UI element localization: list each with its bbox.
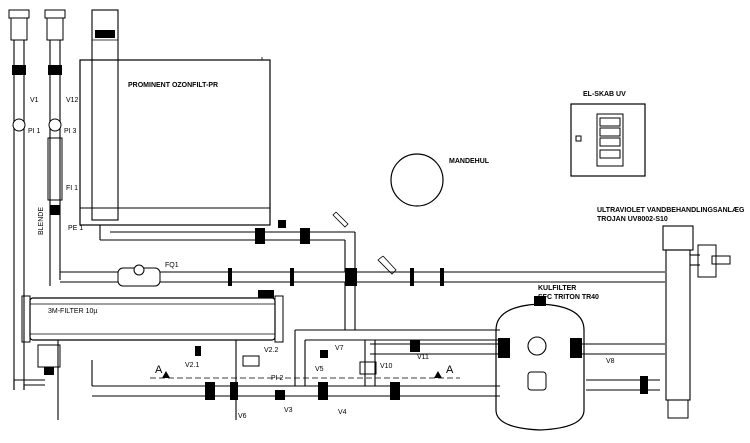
prominent-ozonfilt-box: PROMINENT OZONFILT-PR <box>79 57 271 226</box>
section-a-left: A <box>155 364 163 376</box>
instrument-labels: V1 V12 PI 1 PI 3 FI 1 PE 1 BLENDE FQ1 V2… <box>28 97 615 420</box>
el-skab-uv-cabinet: EL-SKAB UV <box>570 91 646 177</box>
left-vertical-pipes <box>8 9 66 390</box>
kulfilter: KULFILTER SFC TRITON TR40 <box>495 285 599 431</box>
label-v6: V6 <box>238 413 247 420</box>
label-v8: V8 <box>606 358 615 365</box>
label-v7: V7 <box>335 345 344 352</box>
label-pe1: PE 1 <box>68 225 83 232</box>
label-v1: V1 <box>30 97 39 104</box>
label-fq1: FQ1 <box>165 262 179 269</box>
label-blende: BLENDE <box>38 207 45 235</box>
label-v4: V4 <box>338 409 347 416</box>
prominent-outlet-pipes <box>99 211 356 272</box>
prominent-label: PROMINENT OZONFILT-PR <box>128 82 218 89</box>
label-v5: V5 <box>315 366 324 373</box>
label-pi3: PI 3 <box>64 128 77 135</box>
label-pi1: PI 1 <box>28 128 41 135</box>
label-v12: V12 <box>66 97 79 104</box>
label-v11: V11 <box>417 354 429 361</box>
section-a-right: A <box>446 364 454 376</box>
el-skab-label: EL-SKAB UV <box>583 91 626 98</box>
uv-unit: ULTRAVIOLET VANDBEHANDLINGSANLÆG TROJAN … <box>597 207 745 419</box>
mandehul: MANDEHUL <box>390 153 490 207</box>
label-pi2: PI 2 <box>271 375 284 382</box>
kulfilter-label-line2: SFC TRITON TR40 <box>538 294 599 301</box>
uv-label-line1: ULTRAVIOLET VANDBEHANDLINGSANLÆG <box>597 207 745 214</box>
label-v2-2: V2.2 <box>264 347 279 354</box>
3m-filter: 3M-FILTER 10µ <box>21 290 284 420</box>
label-v10: V10 <box>380 363 393 370</box>
ozone-column <box>91 9 119 221</box>
mandehul-label: MANDEHUL <box>449 158 490 165</box>
label-v3: V3 <box>284 407 293 414</box>
section-line-a: A A <box>150 364 460 379</box>
label-fi1: FI 1 <box>66 185 78 192</box>
kulfilter-label-line1: KULFILTER <box>538 285 576 292</box>
main-header-pipe <box>49 255 665 287</box>
label-v2-1: V2.1 <box>185 362 200 369</box>
uv-label-line2: TROJAN UV8002-S10 <box>597 216 668 223</box>
filter-label: 3M-FILTER 10µ <box>48 308 97 315</box>
lower-pipework <box>91 282 665 400</box>
